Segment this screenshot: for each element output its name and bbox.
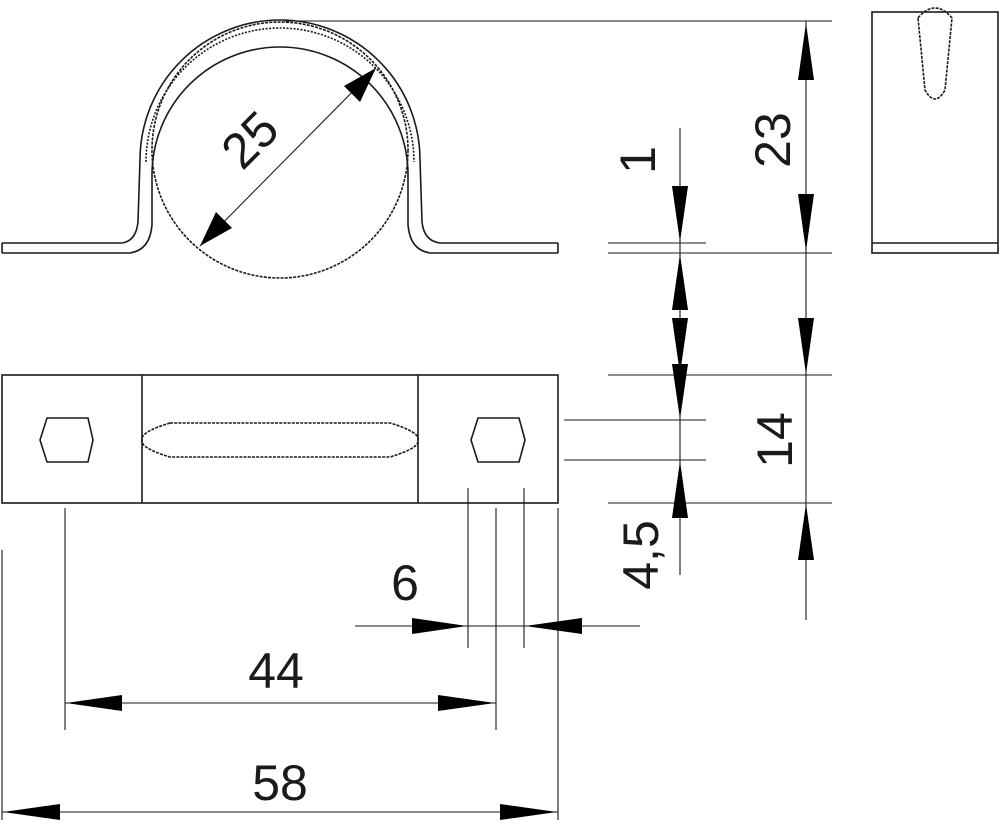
left-mounting-hole [39,417,94,463]
side-view [871,7,999,254]
front-view: 25 [1,19,559,279]
height-label: 23 [745,112,801,168]
overall-length-label: 58 [252,755,308,811]
base-width-label: 14 [747,412,803,468]
center-slot [141,422,419,458]
thickness-label: 1 [610,146,666,174]
hole-size-label: 4,5 [613,520,669,590]
hole-offset-label: 6 [391,555,419,611]
top-view [1,374,559,504]
right-mounting-hole [470,417,526,463]
hole-spacing-label: 44 [248,643,304,699]
